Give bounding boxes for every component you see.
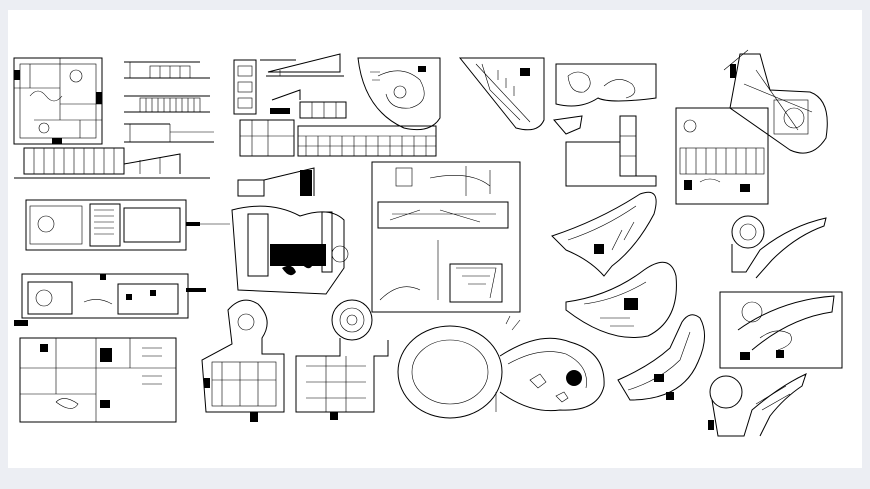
section-tall-block xyxy=(233,59,296,157)
site-plan-garden xyxy=(231,205,349,295)
elevation-sloped-roof xyxy=(266,53,437,157)
plan-courtyard-square xyxy=(675,107,769,205)
site-plan-large-square xyxy=(371,161,521,313)
plan-free-form-c xyxy=(553,63,657,135)
plan-curved-wedge-a xyxy=(357,57,441,131)
plan-square-villa xyxy=(13,57,103,145)
plan-hook-shape xyxy=(731,215,827,279)
plan-organic-wing-a xyxy=(551,191,657,277)
plan-serpentine-b xyxy=(708,373,807,437)
drawing-sheet xyxy=(8,10,862,468)
plan-serpentine-a xyxy=(617,314,705,401)
plan-rotated-curved xyxy=(723,49,828,154)
plan-round-tower-b xyxy=(295,299,389,420)
plan-rect-with-garden xyxy=(14,273,206,326)
plan-framed-curved xyxy=(719,291,843,369)
cad-drawing-canvas xyxy=(13,49,843,437)
plan-tall-thin xyxy=(565,115,657,187)
elevation-long-low xyxy=(14,147,315,197)
plan-circular-complex xyxy=(397,315,605,419)
plan-long-rectangular xyxy=(25,199,230,251)
elevations-pavilion xyxy=(124,61,214,143)
plan-grid-villa xyxy=(19,337,177,423)
plan-organic-wing-b xyxy=(565,261,677,339)
plan-round-tower-a xyxy=(201,299,285,422)
plan-curved-wedge-b xyxy=(458,57,545,131)
